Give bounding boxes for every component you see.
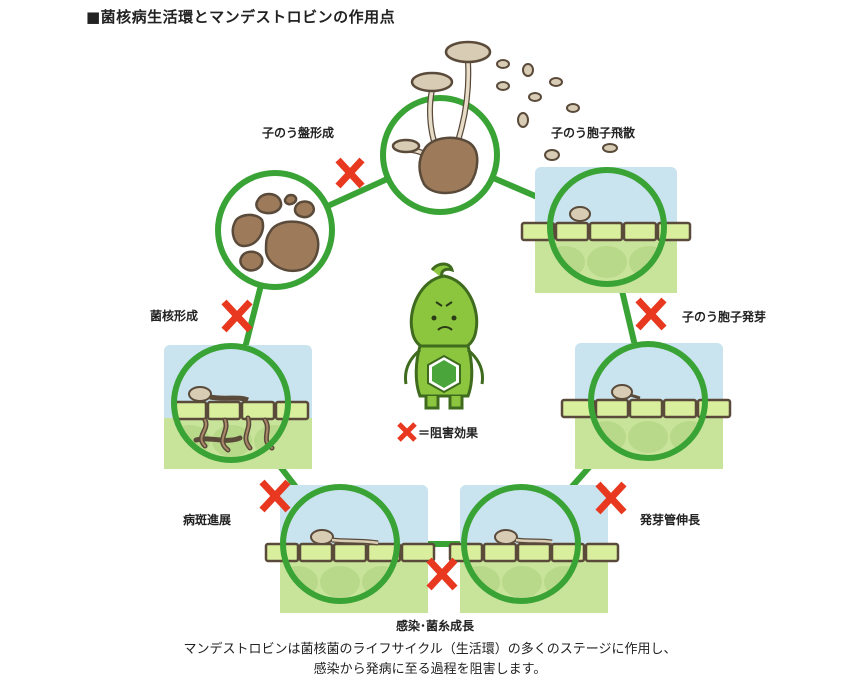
label-ascospore-dispersal: 子のう胞子飛散 (551, 126, 636, 140)
label-infection: 感染･菌糸成長 (396, 619, 475, 633)
caption: マンデストロビンは菌核菌のライフサイクル（生活環）の多くのステージに作用し、 感… (0, 640, 860, 680)
label-lesion: 病斑進展 (183, 513, 232, 527)
inhibit-x-lesion (259, 479, 291, 513)
inhibit-x-germination (635, 297, 667, 331)
inhibit-x-apothecium (335, 157, 365, 189)
caption-line-2: 感染から発病に至る過程を阻害します。 (313, 662, 547, 677)
legend-x-icon (397, 422, 417, 442)
inhibit-x-infection (426, 557, 458, 591)
stage-hyphal-growth-illustration (164, 343, 312, 469)
stage-ascospore-dispersal-illustration (520, 167, 692, 293)
inhibit-x-sclerotia (221, 299, 253, 333)
caption-line-1: マンデストロビンは菌核菌のライフサイクル（生活環）の多くのステージに作用し、 (183, 642, 677, 657)
page-title: ■菌核病生活環とマンデストロビンの作用点 (86, 8, 396, 26)
inhibit-x-germ-tube (595, 481, 627, 515)
label-apothecium: 子のう盤形成 (262, 126, 335, 140)
label-ascospore-germination: 子のう胞子発芽 (682, 310, 767, 324)
legend-text: ＝阻害効果 (418, 426, 479, 440)
label-germ-tube: 発芽管伸長 (640, 513, 701, 527)
stage-lesion-illustration (264, 484, 436, 613)
stage-germ-tube-illustration (448, 484, 620, 613)
label-sclerotia: 菌核形成 (150, 309, 199, 323)
mascot-character (404, 262, 484, 410)
flying-spores (496, 59, 618, 161)
inhibit-x-marks (221, 157, 667, 591)
stage-sclerotia-illustration (215, 170, 335, 290)
stage-ascospore-germination-illustration (560, 341, 732, 469)
stage-apothecium-illustration (380, 40, 500, 215)
